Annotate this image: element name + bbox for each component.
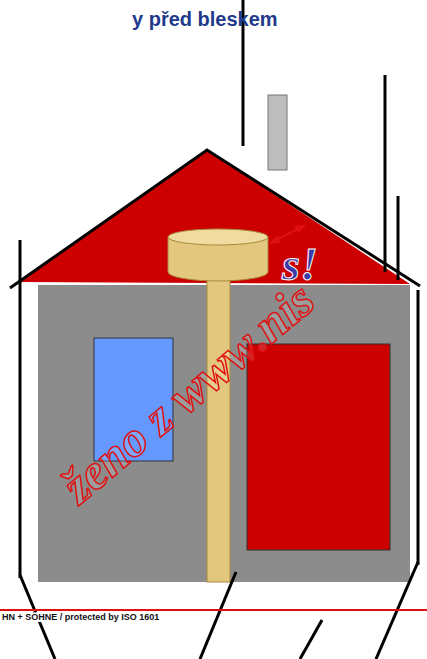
down-conductor xyxy=(19,240,22,578)
chimney xyxy=(268,95,287,170)
antenna-head-top xyxy=(168,229,268,245)
roof-conductor xyxy=(10,150,420,288)
door xyxy=(247,344,390,550)
antenna-mast xyxy=(207,270,230,582)
footer-note: HN + SÖHNE / protected by ISO 1601 xyxy=(0,612,161,622)
air-terminal xyxy=(384,75,387,272)
air-terminal xyxy=(397,196,400,280)
footer-rule xyxy=(0,609,427,611)
down-conductor xyxy=(417,290,420,565)
slide-title: y před bleskem xyxy=(132,8,278,31)
roof xyxy=(20,150,410,284)
